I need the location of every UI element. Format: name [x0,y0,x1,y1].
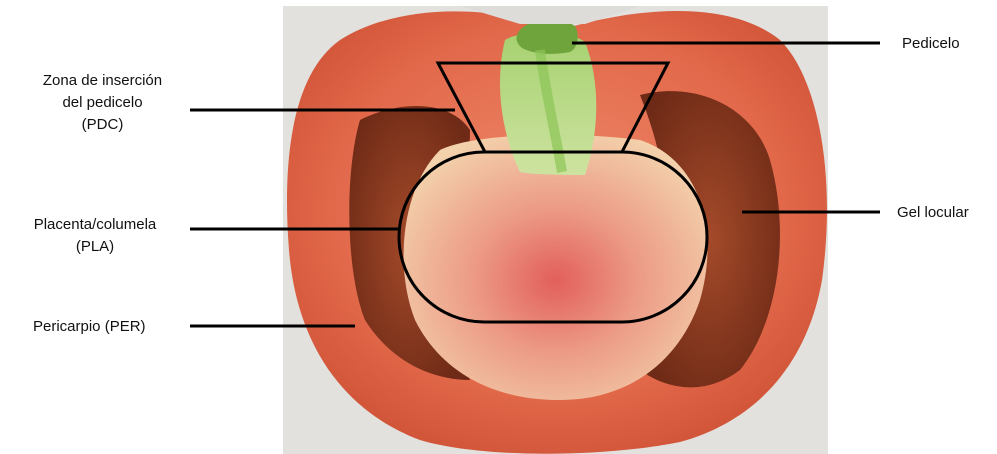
label-pdc: Zona de inserción del pedicelo (PDC) [10,70,195,136]
label-per: Pericarpio (PER) [33,316,146,338]
label-gel-locular: Gel locular [897,202,969,224]
label-per-text: Pericarpio (PER) [33,316,146,338]
label-pedicelo-text: Pedicelo [902,33,960,55]
label-pla: Placenta/columela (PLA) [0,214,190,258]
label-pdc-line-2: del pedicelo [10,92,195,114]
label-pla-line-1: Placenta/columela [0,214,190,236]
label-pedicelo: Pedicelo [902,33,960,55]
label-pdc-line-3: (PDC) [10,114,195,136]
label-gel-locular-text: Gel locular [897,202,969,224]
label-pla-line-2: (PLA) [0,236,190,258]
label-pdc-line-1: Zona de inserción [10,70,195,92]
